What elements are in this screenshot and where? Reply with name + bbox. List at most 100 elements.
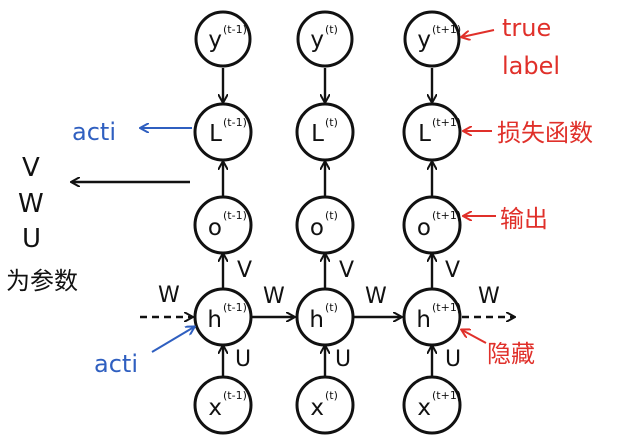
svg-text:o: o <box>310 215 324 241</box>
label-V-t: V <box>339 258 354 283</box>
label-U-t-1: U <box>235 347 251 372</box>
node-y-t+1: y (t+1) <box>403 10 461 68</box>
svg-text:o: o <box>417 215 431 241</box>
annotation-loss: 损失函数 <box>497 119 593 147</box>
svg-text:y: y <box>310 27 324 53</box>
node-o-t-1-superscript: (t-1) <box>223 209 247 222</box>
svg-text:y: y <box>208 27 222 53</box>
node-x-t-1: x (t-1) <box>193 375 253 435</box>
svg-text:(t): (t) <box>325 389 338 402</box>
svg-text:(t-1): (t-1) <box>223 209 247 222</box>
svg-text:x: x <box>417 395 431 421</box>
param-W: W <box>18 189 44 219</box>
annotation-acti-hidden: acti <box>94 350 138 378</box>
node-y-t-symbol: y <box>310 27 324 53</box>
svg-text:y: y <box>417 27 431 53</box>
node-x-t-symbol: x <box>310 395 324 421</box>
svg-text:L: L <box>311 121 324 147</box>
svg-text:(t-1): (t-1) <box>223 301 247 314</box>
node-h-t-1-symbol: h <box>207 307 222 333</box>
node-h-t-1: h (t-1) <box>193 287 253 347</box>
blue-annotations: acti acti <box>72 118 194 378</box>
svg-text:(t): (t) <box>325 209 338 222</box>
node-o-t+1: o (t+1) <box>402 195 462 255</box>
node-y-t+1-superscript: (t+1) <box>432 23 461 36</box>
node-h-t+1-symbol: h <box>416 307 431 333</box>
node-x-t-superscript: (t) <box>325 389 338 402</box>
svg-text:(t+1): (t+1) <box>432 301 461 314</box>
node-o-t-symbol: o <box>310 215 324 241</box>
label-V-t+1: V <box>445 258 460 283</box>
svg-text:h: h <box>309 307 324 333</box>
param-caption: 为参数 <box>6 267 78 295</box>
label-W-t-to-t+1: W <box>365 284 387 309</box>
node-L-t-1-symbol: L <box>209 121 222 147</box>
label-U-t: U <box>335 347 351 372</box>
parameter-list: V W U 为参数 <box>6 153 190 295</box>
node-o-t: o (t) <box>295 195 355 255</box>
label-V-t-1: V <box>237 258 252 283</box>
label-W-outgoing: W <box>478 284 500 309</box>
annotation-output: 输出 <box>500 205 548 233</box>
svg-text:(t+1): (t+1) <box>432 23 461 36</box>
svg-text:(t): (t) <box>325 23 338 36</box>
svg-text:x: x <box>208 395 222 421</box>
svg-text:(t): (t) <box>325 116 338 129</box>
svg-text:L: L <box>209 121 222 147</box>
label-W-incoming: W <box>158 283 180 308</box>
node-L-t-1-superscript: (t-1) <box>223 116 247 129</box>
svg-text:(t+1): (t+1) <box>432 389 461 402</box>
node-y-t+1-symbol: y <box>417 27 431 53</box>
label-U-t+1: U <box>445 347 461 372</box>
annotation-true: true <box>502 14 551 42</box>
node-L-t-1: L (t-1) <box>193 102 253 162</box>
node-h-t+1-superscript: (t+1) <box>432 301 461 314</box>
node-L-t+1: L (t+1) <box>402 102 462 162</box>
arrow-hidden <box>462 330 487 344</box>
node-x-t-1-symbol: x <box>208 395 222 421</box>
svg-text:L: L <box>418 121 431 147</box>
node-o-t-1: o (t-1) <box>193 195 253 255</box>
svg-text:(t+1): (t+1) <box>432 116 461 129</box>
node-h-t-1-superscript: (t-1) <box>223 301 247 314</box>
node-y-t-1: y (t-1) <box>194 10 252 68</box>
node-o-t+1-superscript: (t+1) <box>432 209 461 222</box>
svg-text:h: h <box>207 307 222 333</box>
node-L-t+1-superscript: (t+1) <box>432 116 461 129</box>
node-y-t-superscript: (t) <box>325 23 338 36</box>
node-o-t-1-symbol: o <box>208 215 222 241</box>
param-V: V <box>22 153 40 183</box>
node-o-t-superscript: (t) <box>325 209 338 222</box>
red-annotations: true label 损失函数 输出 隐藏 <box>462 14 593 368</box>
node-h-t-superscript: (t) <box>325 301 338 314</box>
node-y-t-1-superscript: (t-1) <box>223 23 247 36</box>
svg-text:h: h <box>416 307 431 333</box>
svg-text:x: x <box>310 395 324 421</box>
node-x-t-1-superscript: (t-1) <box>223 389 247 402</box>
annotation-acti-loss: acti <box>72 118 116 146</box>
svg-text:(t-1): (t-1) <box>223 389 247 402</box>
node-h-t-symbol: h <box>309 307 324 333</box>
arrow-acti-hidden <box>151 327 194 353</box>
node-L-t: L (t) <box>295 102 355 162</box>
nodes: y (t-1) y (t) y (t+1) L (t-1) L (t) L (t… <box>193 10 462 435</box>
arrow-true-label <box>462 29 495 37</box>
svg-text:(t): (t) <box>325 301 338 314</box>
node-x-t+1: x (t+1) <box>402 375 462 435</box>
vertical-edges <box>223 68 432 378</box>
label-W-t-1-to-t: W <box>263 284 285 309</box>
node-L-t-superscript: (t) <box>325 116 338 129</box>
node-x-t: x (t) <box>295 375 355 435</box>
svg-text:(t-1): (t-1) <box>223 23 247 36</box>
svg-text:(t+1): (t+1) <box>432 209 461 222</box>
node-h-t: h (t) <box>295 287 355 347</box>
node-x-t+1-superscript: (t+1) <box>432 389 461 402</box>
edge-weight-labels: V V V U U U W W W W <box>158 258 500 372</box>
annotation-label: label <box>502 52 560 80</box>
node-y-t-1-symbol: y <box>208 27 222 53</box>
node-L-t-symbol: L <box>311 121 324 147</box>
node-y-t: y (t) <box>296 10 354 68</box>
svg-text:(t-1): (t-1) <box>223 116 247 129</box>
node-h-t+1: h (t+1) <box>402 287 462 347</box>
